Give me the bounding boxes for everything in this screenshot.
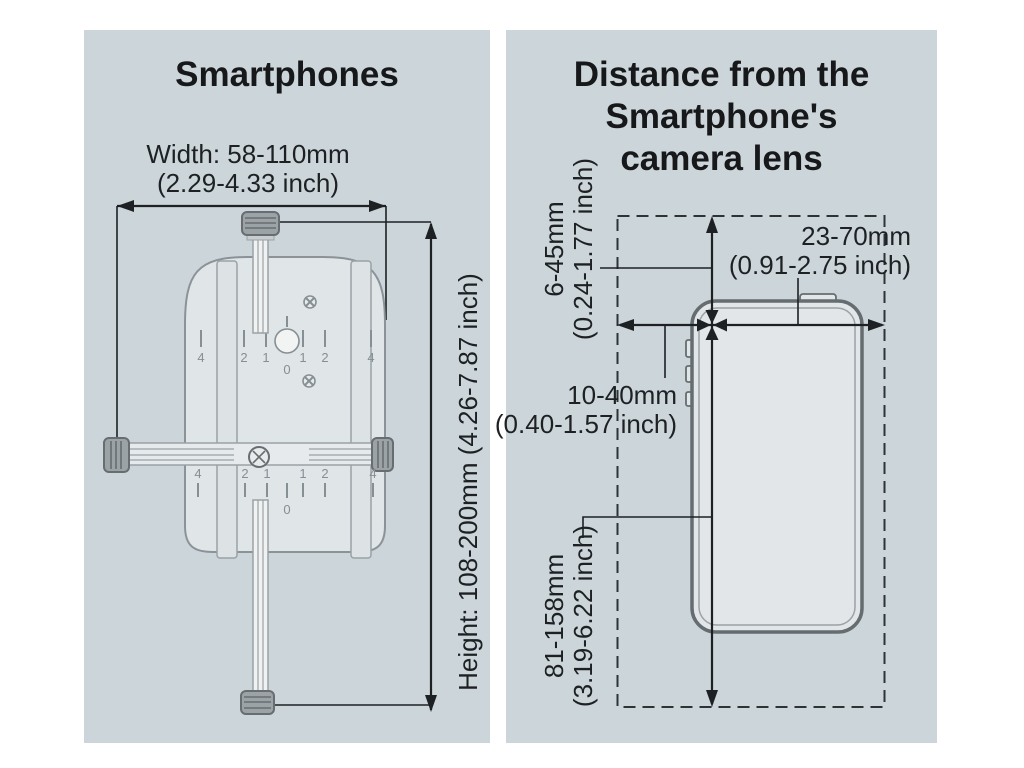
top-offset-inches: (0.91-2.75 inch) bbox=[728, 250, 911, 280]
lens-up-arrow bbox=[706, 216, 718, 325]
camera-distance-panel: Distance from the Smartphone's camera le… bbox=[495, 30, 937, 743]
title-line: camera lens bbox=[620, 139, 823, 178]
scale-number: 4 bbox=[197, 350, 204, 365]
scale-number: 1 bbox=[262, 350, 269, 365]
upper-left-offset-value: 6-45mm bbox=[539, 201, 569, 297]
screw-icon bbox=[302, 374, 316, 388]
center-hole bbox=[274, 328, 300, 354]
scale-number: 2 bbox=[240, 350, 247, 365]
bottom-offset-label: 81-158mm (3.19-6.22 inch) bbox=[539, 511, 598, 721]
scale-number: 2 bbox=[321, 350, 328, 365]
screw-icon bbox=[303, 295, 317, 309]
right-rail bbox=[350, 260, 372, 559]
smartphones-panel: Smartphones Width: 58-110mm (2.29-4.33 i… bbox=[84, 30, 490, 743]
side-offset-inches: (0.40-1.57 inch) bbox=[494, 409, 677, 439]
scale-zero: 0 bbox=[283, 362, 290, 377]
title-line: Distance from the bbox=[573, 55, 870, 94]
top-offset-label: 23-70mm (0.91-2.75 inch) bbox=[691, 222, 911, 280]
smartphone-outline bbox=[685, 293, 864, 634]
upper-left-offset-inches: (0.24-1.77 inch) bbox=[568, 157, 598, 341]
left-rail bbox=[216, 260, 238, 559]
scale-number: 4 bbox=[369, 466, 376, 481]
camera-distance-illustration bbox=[582, 215, 886, 708]
side-clamp-arms bbox=[103, 437, 394, 473]
bottom-clamp-arm bbox=[240, 499, 275, 715]
side-offset-label: 10-40mm (0.40-1.57 inch) bbox=[477, 381, 677, 439]
bottom-offset-value: 81-158mm bbox=[539, 553, 569, 679]
locking-screw-icon bbox=[248, 446, 270, 468]
bottom-offset-inches: (3.19-6.22 inch) bbox=[568, 524, 598, 708]
scale-number: 1 bbox=[299, 350, 306, 365]
scale-number: 2 bbox=[321, 466, 328, 481]
scale-number: 1 bbox=[263, 466, 270, 481]
upper-left-offset-label: 6-45mm (0.24-1.77 inch) bbox=[539, 144, 598, 354]
lens-left-arrow bbox=[617, 319, 712, 331]
camera-distance-title: Distance from the Smartphone's camera le… bbox=[506, 54, 937, 180]
scale-number: 1 bbox=[299, 466, 306, 481]
phone-mount-illustration: 4 2 1 1 2 4 0 bbox=[103, 200, 437, 715]
scale-number: 4 bbox=[367, 350, 374, 365]
top-clamp-arm bbox=[241, 211, 280, 334]
upper-scale: 4 2 1 1 2 4 0 bbox=[197, 316, 375, 377]
scale-zero: 0 bbox=[283, 502, 290, 517]
bottom-leader bbox=[582, 516, 712, 538]
scale-number: 2 bbox=[241, 466, 248, 481]
lens-down-arrow bbox=[706, 325, 718, 707]
lens-right-arrow bbox=[712, 319, 885, 331]
adjustment-range-boundary bbox=[616, 215, 886, 708]
lower-scale: 4 2 1 1 2 4 0 bbox=[194, 466, 376, 517]
mount-body: 4 2 1 1 2 4 0 bbox=[184, 256, 386, 559]
width-dimension-value: Width: 58-110mm bbox=[146, 139, 350, 169]
scale-number: 4 bbox=[194, 466, 201, 481]
width-dimension-arrow bbox=[116, 200, 387, 438]
top-offset-value: 23-70mm bbox=[801, 221, 911, 251]
width-dimension-inches: (2.29-4.33 inch) bbox=[156, 168, 340, 198]
height-dimension-arrow bbox=[273, 221, 437, 712]
smartphones-title: Smartphones bbox=[175, 55, 399, 94]
side-offset-value: 10-40mm bbox=[567, 380, 677, 410]
width-dimension-label: Width: 58-110mm (2.29-4.33 inch) bbox=[118, 140, 378, 198]
title-line: Smartphone's bbox=[605, 97, 838, 136]
